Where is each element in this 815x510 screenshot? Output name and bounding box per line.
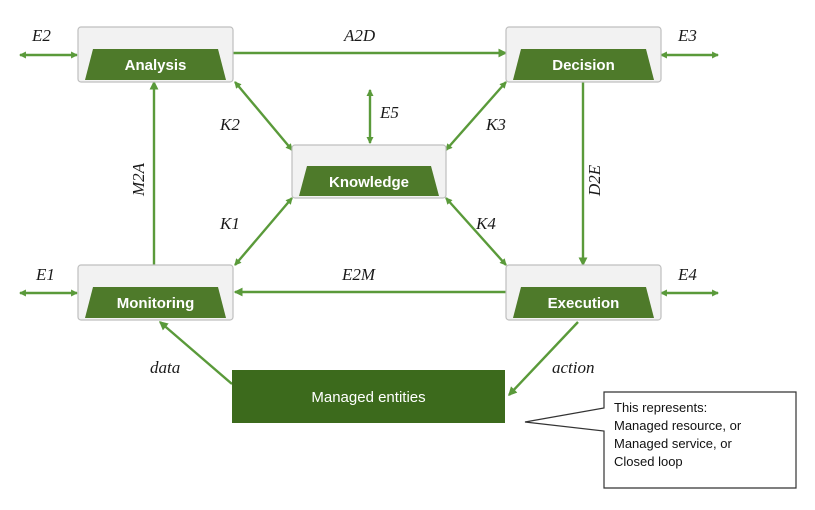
knowledge-tab: [299, 166, 439, 196]
action-arrow: [508, 321, 579, 396]
managed-entities-box: Managed entities: [232, 370, 505, 423]
k4-label: K4: [475, 214, 496, 233]
data-arrow: [158, 321, 233, 385]
k1-arrow: [234, 197, 293, 266]
execution-box: Execution: [505, 264, 662, 321]
k2-arrow: [234, 81, 293, 151]
k4-arrow: [445, 197, 507, 266]
note-line-4: Closed loop: [614, 454, 683, 469]
execution-label: Execution: [548, 295, 620, 312]
k3-arrow: [445, 81, 507, 151]
k1-label: K1: [219, 214, 240, 233]
note-line-3: Managed service, or: [614, 436, 732, 451]
e1-label: E1: [35, 265, 55, 284]
note-line-2: Managed resource, or: [614, 418, 742, 433]
k2-label: K2: [219, 115, 240, 134]
k3-label: K3: [485, 115, 506, 134]
decision-label: Decision: [552, 57, 615, 74]
e2-label: E2: [31, 26, 51, 45]
execution-tab: [513, 287, 654, 318]
analysis-label: Analysis: [125, 57, 187, 74]
managed-entities-label: Managed entities: [311, 389, 425, 406]
callout-note: This represents: Managed resource, or Ma…: [524, 391, 797, 489]
knowledge-label: Knowledge: [329, 174, 409, 191]
a2d-label: A2D: [343, 26, 376, 45]
e5-label: E5: [379, 103, 399, 122]
analysis-tab: [85, 49, 226, 80]
d2e-label: D2E: [585, 164, 604, 197]
decision-box: Decision: [505, 26, 662, 83]
e2m-label: E2M: [341, 265, 376, 284]
knowledge-box: Knowledge: [291, 144, 447, 199]
note-line-1: This represents:: [614, 400, 707, 415]
analysis-box: Analysis: [77, 26, 234, 83]
m2a-label: M2A: [129, 162, 148, 197]
monitoring-box: Monitoring: [77, 264, 234, 321]
data-label: data: [150, 358, 180, 377]
e3-label: E3: [677, 26, 697, 45]
action-label: action: [552, 358, 595, 377]
e4-label: E4: [677, 265, 697, 284]
decision-tab: [513, 49, 654, 80]
monitoring-label: Monitoring: [117, 295, 194, 312]
monitoring-tab: [85, 287, 226, 318]
